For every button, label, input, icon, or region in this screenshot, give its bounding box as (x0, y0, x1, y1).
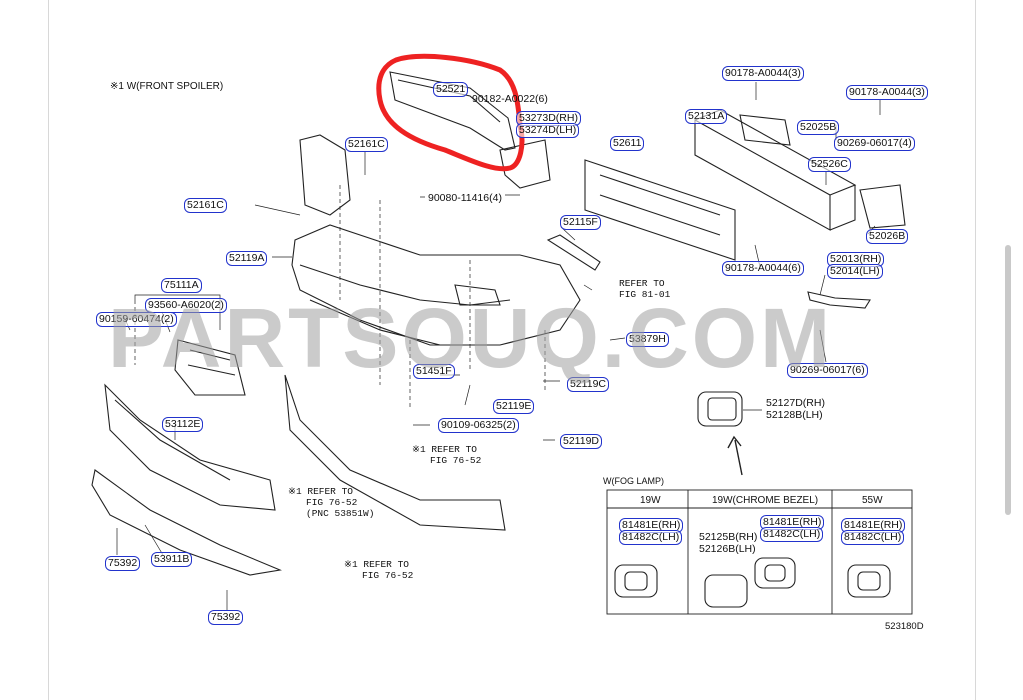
fog-col-55w: 55W (862, 495, 883, 506)
fog-chrome-52126b[interactable]: 52126B(LH) (699, 543, 756, 555)
highlight-circle (376, 53, 525, 172)
part-52131a[interactable]: 52131A (685, 109, 728, 124)
watermark: PARTSOUQ.COM (108, 291, 834, 385)
part-90269-a[interactable]: 90269-06017(4) (834, 136, 915, 151)
scrollbar[interactable] (1005, 245, 1011, 515)
fog-chrome-52125b[interactable]: 52125B(RH) (699, 531, 758, 543)
part-52611[interactable]: 52611 (610, 136, 645, 151)
refer-fig-76-a: ※1 REFER TO FIG 76-52 (412, 444, 482, 466)
part-90178-b[interactable]: 90178-A0044(3) (846, 85, 928, 100)
part-52128b[interactable]: 52128B(LH) (766, 409, 823, 421)
part-52119a[interactable]: 52119A (226, 251, 268, 266)
part-52526c[interactable]: 52526C (808, 157, 851, 172)
part-90159[interactable]: 90159-60474(2) (96, 312, 177, 327)
part-52119c[interactable]: 52119C (567, 377, 610, 392)
refer-fig-76-c: ※1 REFER TO FIG 76-52 (344, 559, 414, 581)
part-90182[interactable]: 90182-A0022(6) (472, 93, 548, 105)
part-53911b[interactable]: 53911B (151, 552, 193, 567)
part-52025b[interactable]: 52025B (797, 120, 840, 135)
refer-fig-76-b: ※1 REFER TO FIG 76-52 (PNC 53851W) (288, 486, 375, 519)
part-90269-b[interactable]: 90269-06017(6) (787, 363, 868, 378)
part-52119d[interactable]: 52119D (560, 434, 603, 449)
part-51451f[interactable]: 51451F (413, 364, 455, 379)
diagram-code: 523180D (885, 621, 924, 632)
fog-chrome-81482c[interactable]: 81482C(LH) (760, 527, 824, 542)
front-spoiler-note: ※1 W(FRONT SPOILER) (110, 81, 224, 92)
fog-col-19w-chrome: 19W(CHROME BEZEL) (712, 495, 819, 506)
part-52521[interactable]: 52521 (433, 82, 469, 97)
part-90178-c[interactable]: 90178-A0044(6) (722, 261, 804, 276)
part-90080[interactable]: 90080-11416(4) (428, 192, 502, 204)
arrow-icon (727, 435, 743, 476)
part-93560[interactable]: 93560-A6020(2) (145, 298, 227, 313)
part-52013[interactable]: 52013(RH) (827, 252, 885, 267)
left-border (48, 0, 49, 700)
refer-fig-81: REFER TO FIG 81-01 (619, 278, 671, 300)
fog-55w-81482c[interactable]: 81482C(LH) (841, 530, 905, 545)
part-90109[interactable]: 90109-06325(2) (438, 418, 519, 433)
part-52161c-top[interactable]: 52161C (345, 137, 388, 152)
part-75392-bottom[interactable]: 75392 (208, 610, 244, 625)
part-53274d[interactable]: 53274D(LH) (516, 123, 580, 138)
part-75392-left[interactable]: 75392 (105, 556, 141, 571)
part-53112e[interactable]: 53112E (162, 417, 204, 432)
fog-19w-81481e[interactable]: 81481E(RH) (619, 518, 684, 533)
part-52115f[interactable]: 52115F (560, 215, 601, 230)
part-52014[interactable]: 52014(LH) (827, 264, 883, 279)
part-75111a[interactable]: 75111A (161, 278, 202, 293)
fog-table-title: W(FOG LAMP) (603, 476, 664, 486)
part-53879h[interactable]: 53879H (626, 332, 669, 347)
right-border (975, 0, 976, 700)
fog-col-19w: 19W (640, 495, 661, 506)
fog-19w-81482c[interactable]: 81482C(LH) (619, 530, 683, 545)
part-52119e[interactable]: 52119E (493, 399, 535, 414)
part-52127d[interactable]: 52127D(RH) (766, 397, 825, 409)
part-52161c-left[interactable]: 52161C (184, 198, 227, 213)
part-52026b[interactable]: 52026B (866, 229, 909, 244)
part-90178-a[interactable]: 90178-A0044(3) (722, 66, 804, 81)
